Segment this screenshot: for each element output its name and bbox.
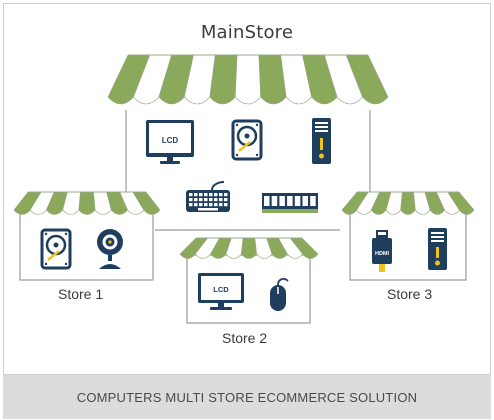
svg-text:LCD: LCD [162,136,179,145]
main-store [107,54,389,188]
keyboard-key [224,193,228,197]
lcd-monitor-icon: LCD [198,273,244,310]
keyboard-key [209,193,213,197]
keyboard-key [204,203,208,207]
store-3-awning [341,191,475,215]
store-1-label: Store 1 [58,286,104,302]
hard-drive-icon [231,119,263,161]
awning-stripe [400,191,416,215]
ram-chip [302,196,308,206]
pc-tower-icon [312,118,331,164]
keyboard-key [189,193,193,197]
store-1 [13,191,161,281]
keyboard-key [194,198,198,202]
footer-caption: COMPUTERS MULTI STORE ECOMMERCE SOLUTION [76,389,418,405]
keyboard-key [199,198,203,202]
webcam-icon [97,229,123,269]
svg-text:HDMI: HDMI [375,251,390,257]
mouse-icon [270,278,289,311]
ram-chip [271,196,278,206]
pc-tower-icon [428,228,447,270]
awning-stripe [241,237,257,259]
keyboard-key [219,193,223,197]
awning-stripe [78,191,96,215]
hard-drive-icon [40,228,72,270]
keyboard-icon [186,181,230,212]
keyboard-key [199,193,203,197]
keyboard-key [214,198,218,202]
keyboard-key [199,203,203,207]
keyboard-key [209,198,213,202]
store-3 [341,191,475,281]
hdmi-cable-icon: HDMI [372,230,392,272]
ram-chip [264,196,270,206]
main-store-title: MainStore [200,22,294,43]
store-2 [179,237,319,324]
keyboard-spacebar [198,208,218,211]
keyboard-key [219,198,223,202]
keyboard-key [219,203,223,207]
keyboard-key [189,203,193,207]
awning-stripe [234,54,262,105]
main-store-awning [107,54,389,105]
ram-chip [279,196,285,206]
store-2-awning [179,237,319,259]
awning-stripe [132,191,161,215]
keyboard-key [224,203,228,207]
svg-text:LCD: LCD [213,285,229,294]
ram-module-icon [262,193,318,213]
store-1-awning [13,191,161,215]
keyboard-key [204,193,208,197]
keyboard-key [204,198,208,202]
keyboard-key [214,203,218,207]
awning-stripe [447,191,475,215]
lcd-monitor-icon: LCD [146,120,194,164]
keyboard-key [209,203,213,207]
keyboard-key [194,203,198,207]
awning-stripe [289,237,319,259]
ram-chip [294,196,301,206]
keyboard-key [224,198,228,202]
keyboard-key [214,193,218,197]
keyboard-key [189,198,193,202]
store-3-label: Store 3 [387,286,433,302]
ram-chip [310,196,316,206]
awning-stripe [345,54,389,105]
footer-banner: COMPUTERS MULTI STORE ECOMMERCE SOLUTION [3,374,491,419]
keyboard-key [194,193,198,197]
ram-chip [287,196,293,206]
store-2-label: Store 2 [222,330,268,346]
